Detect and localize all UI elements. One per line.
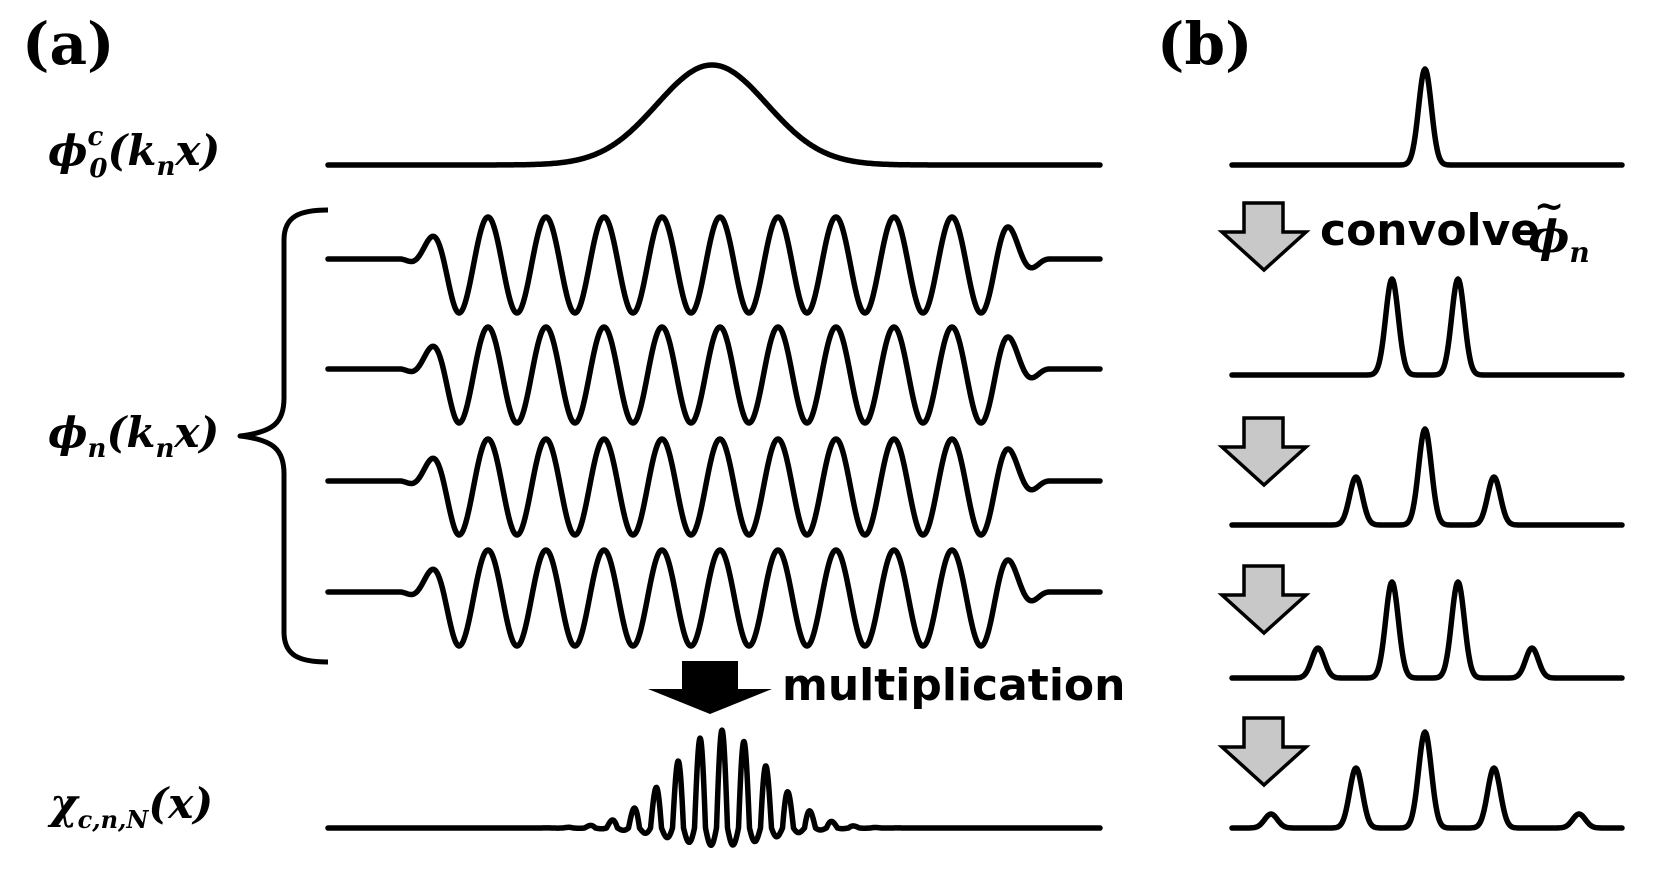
convolve-arrow-icon-4 (1217, 716, 1311, 788)
phin-label: ϕn(knx) (48, 408, 219, 464)
curly-brace (237, 207, 329, 665)
kernel-single-peak-curve (1229, 66, 1625, 168)
five-peak-curve (1229, 729, 1625, 831)
convolve-arrow-icon-3 (1217, 564, 1311, 636)
chi-product-curve (325, 727, 1103, 849)
gaussian-envelope-curve (325, 62, 1103, 168)
phi-n-curve-3 (325, 436, 1103, 538)
panel-a-label: (a) (22, 10, 114, 78)
convolve-tilde: ~ (1534, 185, 1564, 227)
four-peak-curve (1229, 579, 1625, 681)
phi-n-curve-2 (325, 324, 1103, 426)
multiplication-arrow-icon (648, 661, 772, 714)
two-peak-curve (1229, 276, 1625, 378)
chi-label: χc,n,N(x) (47, 779, 213, 834)
convolve-symbol: ϕn (1528, 212, 1590, 269)
multiplication-label: multiplication (782, 660, 1125, 711)
panel-b-label: (b) (1157, 10, 1252, 78)
three-peak-curve (1229, 426, 1625, 528)
convolve-arrow-icon (1217, 201, 1311, 273)
phi-n-curve-1 (325, 214, 1103, 316)
phi-n-curve-4 (325, 547, 1103, 649)
convolve-label: convolve (1320, 205, 1540, 256)
convolve-arrow-icon-2 (1217, 416, 1311, 488)
